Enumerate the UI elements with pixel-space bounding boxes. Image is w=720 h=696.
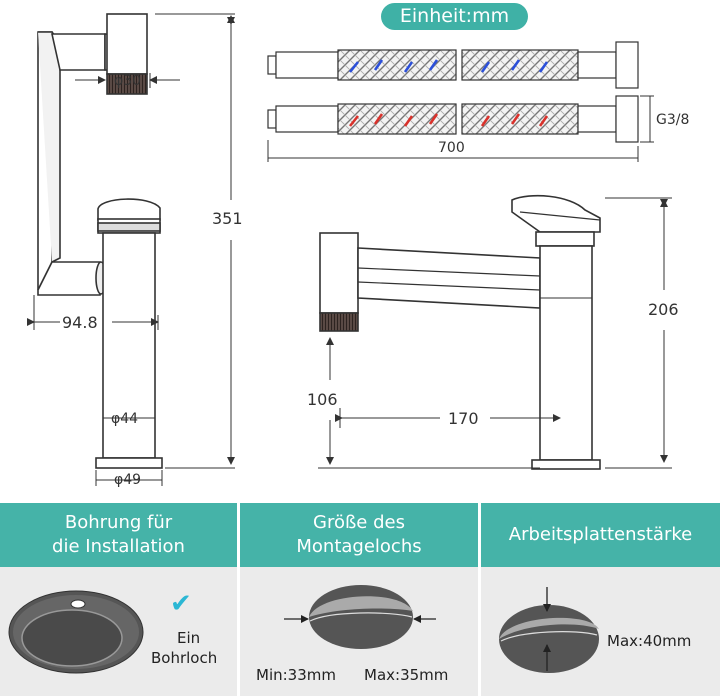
countertop-illustration: [499, 587, 599, 673]
depth-label: 94.8: [62, 313, 98, 332]
front-view-dimensions: [318, 197, 672, 469]
countertop-thickness-header: Arbeitsplattenstärke: [481, 503, 720, 567]
hole-title-line2: die Installation: [52, 536, 185, 557]
front-view-faucet: [319, 194, 601, 470]
countertop-thickness-body: Max:40mm: [481, 567, 720, 696]
size-title-line2: Montagelochs: [296, 536, 422, 557]
side-view-dimensions: [27, 13, 235, 486]
unit-badge: Einheit:mm: [381, 3, 528, 30]
hose-hot: [267, 95, 639, 143]
total-height-label: 351: [212, 209, 243, 228]
hole-size-body: Min:33mm Max:35mm: [240, 567, 478, 696]
hose-cold: [267, 41, 639, 89]
side-view-faucet: [37, 13, 163, 469]
hole-count-header: Bohrung für die Installation: [0, 503, 237, 567]
hole-count-body: ✔ Ein Bohrloch: [0, 567, 237, 696]
technical-drawing: φ30 351 94.8 φ44 φ49: [27, 3, 689, 488]
size-title-line1: Größe des: [313, 512, 405, 533]
sink-hole-illustration: [8, 590, 144, 674]
hole-size-illustration: [284, 585, 436, 649]
body-height-label: 206: [648, 300, 679, 319]
hole-count-column: Bohrung für die Installation ✔ Ein Bohrl…: [0, 503, 237, 696]
hose-dimensions: [267, 95, 654, 162]
base-diameter-label: φ49: [114, 472, 141, 488]
countertop-thickness-max: Max:40mm: [607, 632, 692, 650]
outlet-diameter-label: φ30: [114, 73, 141, 89]
spout-height-label: 106: [307, 390, 338, 409]
hose-cold-stripes: [348, 59, 549, 73]
hole-count-line2: Bohrloch: [151, 649, 218, 667]
faucet-dimension-drawing: φ30 351 94.8 φ44 φ49: [27, 13, 689, 488]
hole-size-max: Max:35mm: [364, 666, 449, 684]
hose-hot-stripes: [348, 113, 549, 127]
hole-size-min: Min:33mm: [256, 666, 336, 684]
hole-size-header: Größe des Montagelochs: [240, 503, 478, 567]
body-diameter-label: φ44: [111, 411, 138, 427]
hose-thread-label: G3/8: [656, 112, 689, 128]
hole-count-line1: Ein: [177, 629, 201, 647]
installation-info-panel: Bohrung für die Installation ✔ Ein Bohrl…: [0, 503, 720, 696]
check-icon: ✔: [170, 589, 192, 619]
countertop-thickness-column: Arbeitsplattenstärke Max:40mm: [481, 503, 720, 696]
reach-label: 170: [448, 409, 479, 428]
hose-length-label: 700: [438, 140, 465, 156]
hole-size-column: Größe des Montagelochs Min:33mm Max:35mm: [240, 503, 478, 696]
hole-title-line1: Bohrung für: [64, 512, 173, 533]
thickness-title: Arbeitsplattenstärke: [508, 524, 693, 545]
